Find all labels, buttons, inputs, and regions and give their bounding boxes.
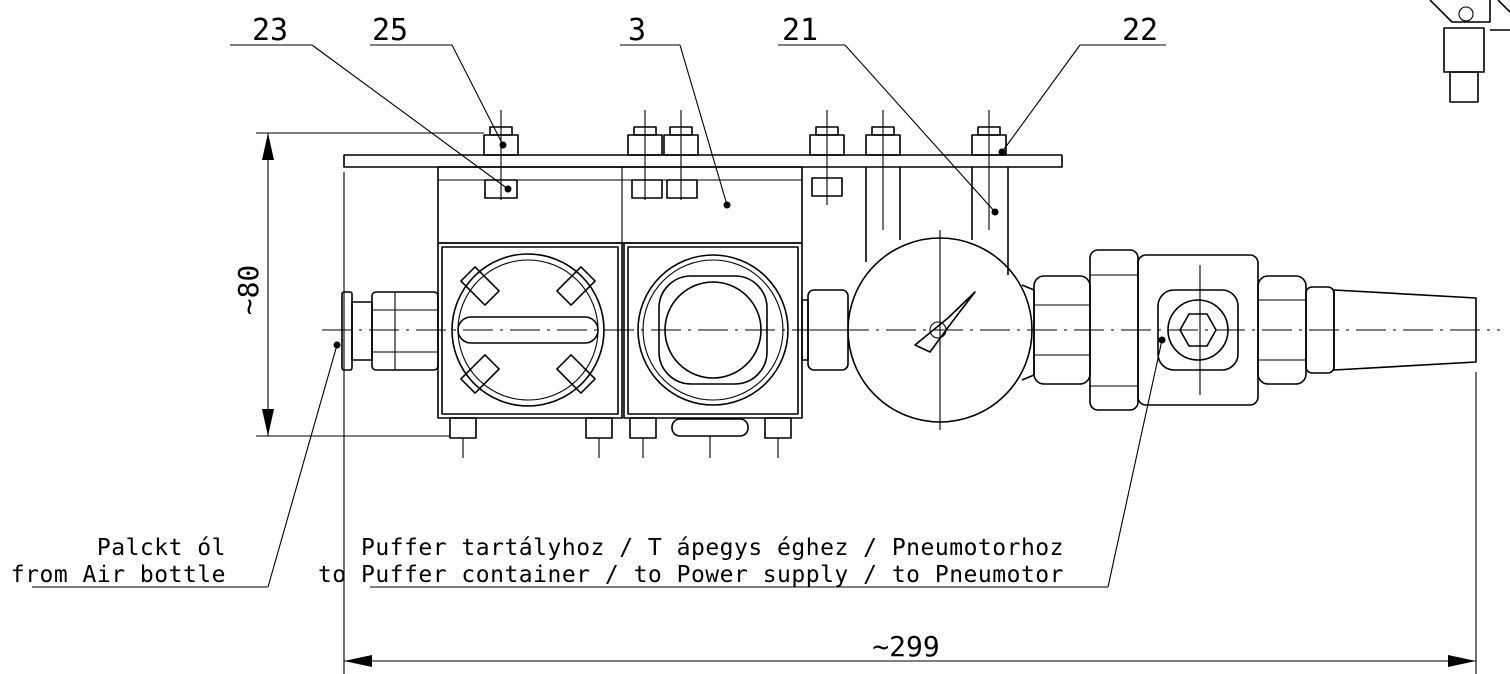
mounting-plate	[343, 154, 1063, 168]
inlet-note-line1: Palckt ól	[97, 535, 226, 561]
selector-knob	[451, 253, 605, 407]
height-dimension	[256, 132, 484, 437]
outlet-note-line1: Puffer tartályhoz / T ápegys éghez / Pne…	[361, 535, 1064, 561]
valve-body-upper	[437, 166, 803, 244]
callout-25: 25	[372, 13, 408, 48]
callout-3: 3	[628, 13, 646, 48]
corner-component	[1429, 0, 1510, 103]
inlet-note-leader	[32, 341, 341, 588]
callout-21: 21	[782, 13, 818, 48]
outlet-note-leader	[370, 336, 1166, 588]
callout-23: 23	[252, 13, 288, 48]
inlet-fitting	[341, 291, 439, 371]
width-dimension	[343, 172, 1477, 674]
callout-leaders	[230, 44, 1166, 216]
width-dimension-label: ~299	[872, 630, 939, 663]
mounting-feet	[449, 417, 792, 458]
callout-22: 22	[1122, 13, 1158, 48]
top-bolts	[483, 110, 1007, 230]
inlet-note-line2: from Air bottle	[11, 562, 226, 588]
height-dimension-label: ~80	[232, 265, 265, 316]
gauge-brackets	[865, 167, 1009, 275]
outlet-note-line2: to Puffer container / to Power supply / …	[318, 562, 1064, 588]
